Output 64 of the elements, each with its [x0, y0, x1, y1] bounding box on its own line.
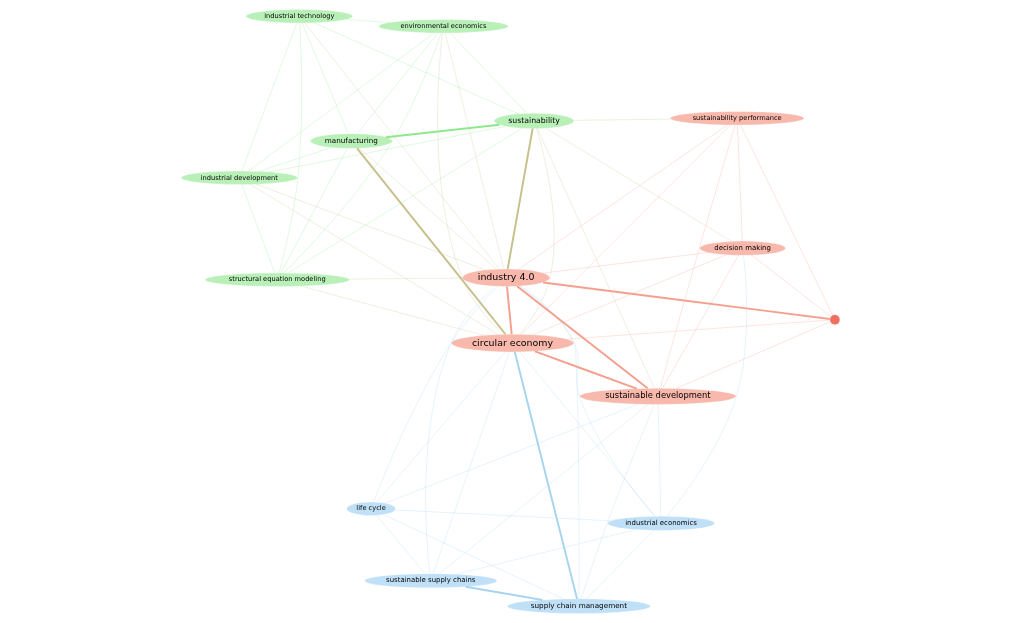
connector [515, 285, 649, 390]
connector [382, 514, 564, 600]
node-ellipse: industry 4.0 [461, 268, 550, 287]
connector [300, 285, 484, 336]
connector [520, 124, 731, 335]
connector [506, 127, 534, 270]
connector [257, 147, 332, 172]
connector [394, 509, 611, 521]
connector [675, 321, 830, 389]
connector [545, 128, 731, 242]
connector [456, 529, 636, 575]
connector [287, 128, 522, 274]
connector [358, 148, 496, 270]
connector [376, 351, 505, 503]
connector [736, 124, 742, 242]
connector [464, 585, 543, 601]
connector [438, 404, 648, 574]
node-ellipse: circular economy [450, 334, 574, 353]
connector [542, 252, 709, 274]
connector [519, 351, 655, 517]
connector [304, 22, 499, 269]
connector [375, 515, 425, 574]
connector [283, 32, 441, 274]
connector [533, 350, 638, 390]
node-ellipse: sustainable development [579, 388, 736, 405]
connector [739, 124, 833, 316]
connector [268, 126, 506, 173]
connector [301, 22, 348, 134]
connector [585, 530, 654, 600]
connector [518, 286, 655, 517]
connector [249, 184, 498, 335]
connector [384, 123, 500, 139]
connector [345, 19, 390, 23]
connector [247, 32, 435, 172]
connector [513, 351, 578, 600]
connector [517, 124, 728, 270]
connector [449, 32, 527, 114]
connector [666, 255, 747, 517]
connector [519, 128, 554, 335]
connector [241, 184, 275, 274]
connector [444, 32, 504, 269]
connector [384, 404, 638, 504]
connector [355, 147, 506, 336]
connector [278, 22, 302, 274]
connector [536, 128, 654, 389]
connector [432, 351, 510, 574]
connector [373, 286, 498, 503]
connector [425, 286, 496, 574]
connector [532, 254, 727, 335]
connector [661, 255, 739, 389]
connector [356, 32, 438, 134]
connector [541, 281, 831, 320]
connector [437, 32, 503, 335]
connector [659, 124, 735, 389]
connector [280, 148, 348, 274]
node-circle [829, 314, 840, 325]
connector [519, 285, 579, 599]
connector [313, 22, 518, 114]
connector [750, 254, 831, 317]
connector [505, 285, 513, 336]
connector [580, 404, 655, 599]
connector [255, 184, 485, 271]
connector [566, 319, 830, 340]
connector [241, 22, 297, 172]
